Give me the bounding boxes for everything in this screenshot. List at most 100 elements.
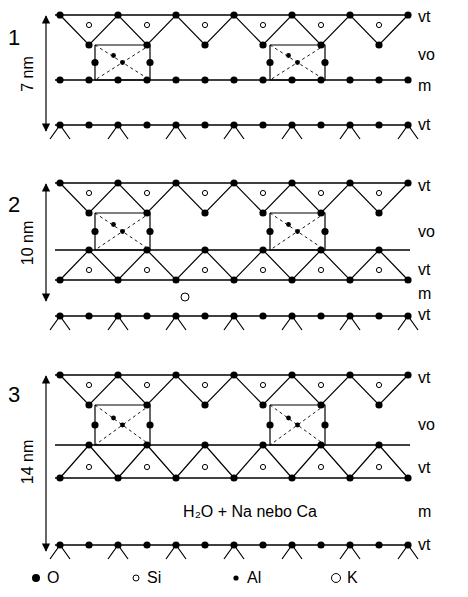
- oxygen-atom: [259, 312, 266, 319]
- octahedron-diagonal: [95, 213, 150, 250]
- oxygen-atom: [114, 474, 121, 481]
- oxygen-atom: [56, 76, 63, 83]
- oxygen-atom: [201, 76, 208, 83]
- silicon-atom: [376, 267, 381, 272]
- silicon-atom: [318, 267, 323, 272]
- layer-label: m: [418, 502, 431, 522]
- silicon-atom: [144, 267, 149, 272]
- oxygen-atom: [172, 11, 179, 18]
- oxygen-atom: [56, 371, 63, 378]
- silicon-atom: [376, 22, 381, 27]
- oxygen-atom: [259, 121, 266, 128]
- layer-label: vo: [418, 222, 435, 242]
- oxygen-atom: [321, 421, 328, 428]
- oxygen-atom: [375, 441, 382, 448]
- oxygen-atom: [346, 312, 353, 319]
- aluminium-atom: [295, 229, 300, 234]
- oxygen-atom: [346, 474, 353, 481]
- dimension-label: 14 nm: [18, 440, 38, 484]
- oxygen-atom: [56, 541, 63, 548]
- oxygen-atom: [346, 121, 353, 128]
- oxygen-atom: [230, 474, 237, 481]
- octahedron-diagonal: [95, 405, 150, 445]
- oxygen-atom: [201, 209, 208, 216]
- oxygen-atom: [375, 209, 382, 216]
- oxygen-atom: [230, 541, 237, 548]
- octahedron-diagonal: [95, 45, 150, 80]
- oxygen-atom: [317, 246, 324, 253]
- oxygen-atom: [114, 11, 121, 18]
- oxygen-atom: [288, 312, 295, 319]
- layer-label: vt: [418, 7, 430, 27]
- silicon-atom: [260, 190, 265, 195]
- oxygen-atom: [404, 121, 411, 128]
- dimension-arrow: [45, 16, 46, 131]
- oxygen-atom: [375, 41, 382, 48]
- potassium-atom: [181, 293, 189, 301]
- oxygen-atom: [146, 228, 153, 235]
- aluminium-atom: [295, 60, 300, 65]
- oxygen-atom: [230, 312, 237, 319]
- octahedron-diagonal: [270, 405, 325, 445]
- oxygen-atom: [317, 441, 324, 448]
- octahedron-diagonal: [270, 213, 325, 250]
- oxygen-atom: [143, 76, 150, 83]
- oxygen-atom: [85, 246, 92, 253]
- oxygen-atom: [85, 401, 92, 408]
- oxygen-atom: [346, 541, 353, 548]
- silicon-atom: [202, 190, 207, 195]
- oxygen-atom: [172, 312, 179, 319]
- layer-label: m: [418, 76, 431, 96]
- silicon-atom: [318, 22, 323, 27]
- oxygen-atom: [404, 276, 411, 283]
- octahedron: [95, 405, 150, 445]
- oxygen-atom: [85, 312, 92, 319]
- oxygen-atom: [375, 541, 382, 548]
- oxygen-atom: [85, 441, 92, 448]
- layer-label: vt: [418, 260, 430, 280]
- oxygen-atom: [85, 121, 92, 128]
- oxygen-atom: [114, 121, 121, 128]
- oxygen-atom: [288, 276, 295, 283]
- silicon-atom: [86, 382, 91, 387]
- octahedron: [95, 45, 150, 80]
- oxygen-atom: [346, 371, 353, 378]
- oxygen-atom: [172, 371, 179, 378]
- layer-label: vt: [418, 368, 430, 388]
- oxygen-atom: [288, 474, 295, 481]
- oxygen-atom: [259, 441, 266, 448]
- tetrahedra: [60, 250, 408, 280]
- octahedron-diagonal: [270, 45, 325, 80]
- oxygen-atom: [201, 121, 208, 128]
- silicon-atom: [144, 22, 149, 27]
- legend-atom: [332, 574, 341, 583]
- legend-symbol: [330, 572, 342, 584]
- silicon-atom: [144, 382, 149, 387]
- legend-item: O: [30, 568, 59, 588]
- oxygen-atom: [85, 76, 92, 83]
- layer-label: vo: [418, 415, 435, 435]
- tetrahedra: [60, 183, 408, 213]
- silicon-atom: [260, 267, 265, 272]
- legend-text: Si: [147, 568, 161, 588]
- oxygen-atom: [172, 474, 179, 481]
- oxygen-atom: [146, 59, 153, 66]
- oxygen-atom: [230, 121, 237, 128]
- legend-atom: [233, 575, 238, 580]
- oxygen-atom: [259, 209, 266, 216]
- layer-label: vt: [418, 305, 430, 325]
- oxygen-atom: [114, 76, 121, 83]
- oxygen-atom: [404, 312, 411, 319]
- oxygen-atom: [266, 228, 273, 235]
- aluminium-atom: [286, 222, 291, 227]
- oxygen-atom: [346, 11, 353, 18]
- oxygen-atom: [346, 76, 353, 83]
- silicon-atom: [86, 267, 91, 272]
- legend-text: O: [47, 568, 59, 588]
- oxygen-atom: [91, 228, 98, 235]
- octahedron: [270, 213, 325, 250]
- layer-label: vt: [418, 458, 430, 478]
- oxygen-atom: [172, 76, 179, 83]
- oxygen-atom: [266, 59, 273, 66]
- silicon-atom: [318, 382, 323, 387]
